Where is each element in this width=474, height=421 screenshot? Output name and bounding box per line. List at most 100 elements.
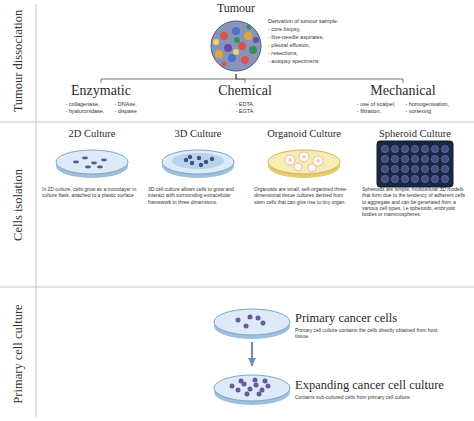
branch-line (101, 74, 236, 83)
cell (260, 388, 265, 393)
method-node: Chemical- EDTA,- EGTA (205, 83, 285, 119)
well-plate (377, 141, 453, 187)
tumour-cell (238, 42, 246, 50)
dish-title: Primary cancer cells (295, 311, 470, 325)
cell (204, 160, 208, 164)
cell (248, 315, 253, 320)
method-node: Enzymatic - collagenase,- DNAse,- hyaluro… (45, 83, 157, 119)
cell (253, 378, 258, 383)
description-text: Contains sub-cultured cells from primary… (295, 394, 445, 400)
method-title: Mechanical (345, 83, 461, 99)
petri-dish (268, 150, 340, 174)
note-text: - resections, (268, 50, 298, 57)
culture-node: 3D Culture3D cell culture allows cells t… (148, 128, 248, 228)
cell (210, 157, 214, 161)
culture-dish-node: Primary cancer cellsPrimary cell culture… (212, 302, 470, 342)
cell (266, 384, 271, 389)
cell (239, 379, 244, 384)
cell (263, 379, 268, 384)
cell (82, 157, 88, 160)
cell (91, 162, 97, 165)
flow-arrow (251, 342, 253, 366)
petri-dish (56, 150, 128, 174)
cell (73, 161, 79, 164)
culture-node: Organoid CultureOrganoids are small, sel… (254, 128, 354, 228)
description-text: Primary cell culture contains the cells … (295, 327, 445, 340)
tumour-cell (234, 37, 240, 43)
matrix (172, 153, 224, 169)
cell (199, 163, 203, 167)
band-divider (0, 122, 474, 123)
cell (245, 392, 250, 397)
cell (97, 166, 103, 169)
cell (236, 318, 241, 323)
tumour-cell (224, 44, 232, 52)
note-text: - autopsy specimens (268, 58, 318, 65)
list-item: - dispase (114, 108, 136, 115)
organoid (299, 152, 309, 162)
description-text: In 2D culture, cells grow as a monolayer… (42, 186, 142, 199)
node-title: Tumour (198, 2, 274, 15)
organoid-core (288, 158, 292, 162)
tumour-cell (228, 54, 236, 62)
tumour-cell (233, 49, 239, 55)
section-title: Cells isolation (11, 169, 26, 241)
section-band: Cells isolation 2D Culture In 2D culture, … (0, 122, 474, 287)
list-group: - EDTA,- EGTA (205, 101, 285, 115)
source-node: Tumour (198, 2, 274, 74)
cell (244, 324, 249, 329)
organoid (285, 155, 295, 165)
cell (184, 158, 188, 162)
branch-line (236, 74, 403, 83)
list-item: - collagenase, (65, 101, 104, 108)
culture-dish-node: Expanding cancer cell cultureContains su… (212, 366, 470, 410)
cell (197, 156, 201, 160)
culture-title: 3D Culture (148, 128, 248, 140)
organoid-core (316, 159, 320, 163)
tumour-image (211, 21, 261, 71)
branch-line (236, 74, 245, 83)
section-title: Primary cell culture (11, 304, 26, 403)
tumour-cell (215, 50, 223, 58)
method-title: Enzymatic (45, 83, 157, 99)
cell (85, 166, 91, 169)
tumour-cell (249, 46, 257, 54)
list-item: - EGTA (235, 108, 254, 115)
petri-dish (162, 150, 234, 174)
organoid (308, 164, 316, 172)
tumour-cell (244, 32, 252, 40)
cell (248, 387, 253, 392)
section-band: Tumour dissociation TumourEnzymatic - coll… (0, 0, 474, 122)
culture-title: Organoid Culture (254, 128, 354, 140)
tumour-cell (222, 62, 227, 67)
cell (230, 384, 235, 389)
section-band: Primary cell culture Primary cancer cells… (0, 287, 474, 421)
cell (188, 155, 192, 159)
organoid (294, 163, 302, 171)
tumour-cell (232, 27, 240, 35)
note-text: Derivation of tumour sample: (268, 18, 338, 25)
tumour-cell (213, 39, 219, 45)
note-text: - core biopsy, (268, 26, 301, 33)
tumour-cell (220, 32, 228, 40)
cell (101, 159, 107, 162)
cell (261, 321, 266, 326)
culture-title: Spheroid Culture (362, 128, 468, 140)
culture-title: 2D Culture (42, 128, 142, 140)
method-node: Mechanical - use of scalpel,- homogenisat… (345, 83, 461, 119)
section-title: Tumour dissociation (11, 10, 26, 113)
list-group: - collagenase,- DNAse,- hyaluronidase,- … (45, 101, 157, 115)
tumour-cell (253, 37, 259, 43)
description-text: Spheroids are simple, multicellular 3D m… (362, 186, 468, 217)
band-divider (0, 287, 474, 288)
list-group: - use of scalpel,- homogenisation,- filt… (345, 101, 461, 115)
note-text: - fine-needle aspirates, (268, 34, 324, 41)
cell (256, 316, 261, 321)
list-item: - filtration, (357, 108, 396, 115)
list-item: - homogenisation, (405, 101, 449, 108)
dish-title: Expanding cancer cell culture (295, 378, 470, 392)
well-grid (380, 144, 450, 184)
list-item: - vortexing (405, 108, 449, 115)
cell (254, 383, 259, 388)
